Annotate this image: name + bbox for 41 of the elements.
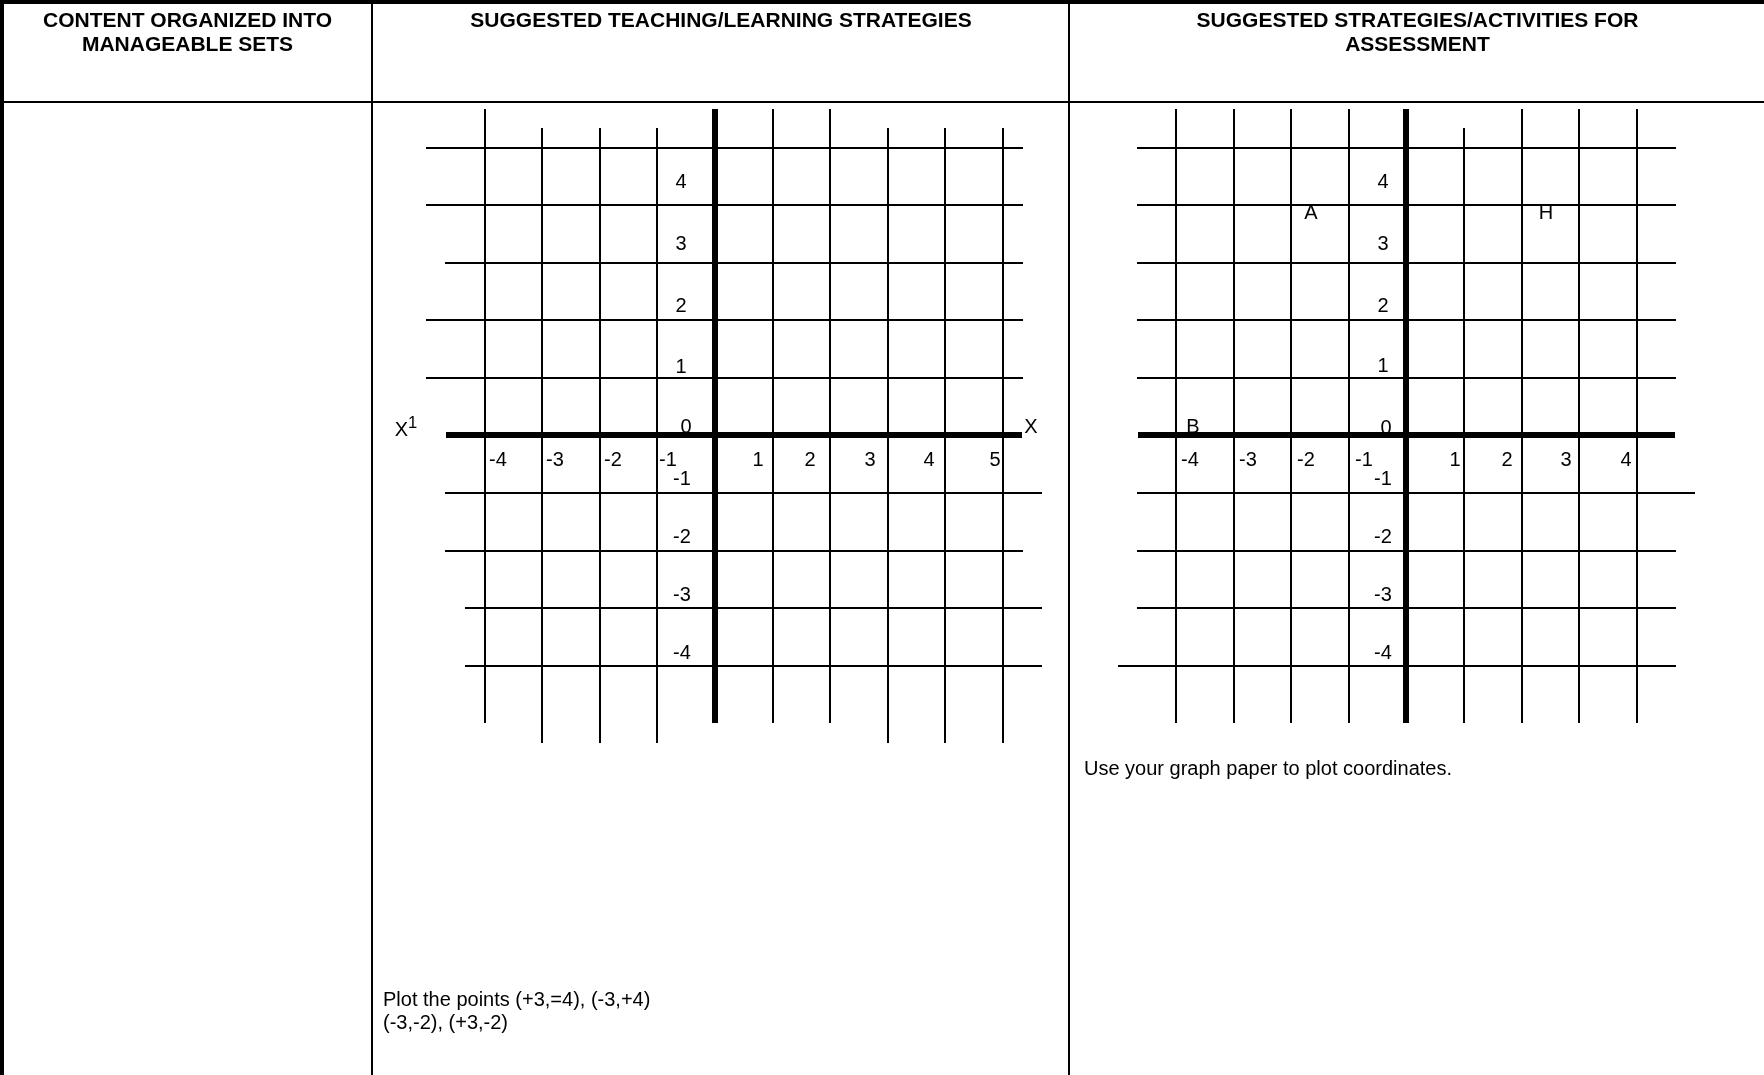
axis-tick-label: -4 <box>1374 641 1392 663</box>
axis-tick-label: 1 <box>1449 448 1461 470</box>
axis-tick-label: 4 <box>675 170 687 192</box>
axis-tick-label: 1 <box>752 448 764 470</box>
axis-tick-label: -1 <box>673 467 691 489</box>
axis-tick-label: 5 <box>989 448 1001 470</box>
instruction-text: Use your graph paper to plot coordinates. <box>1084 757 1453 780</box>
axis-tick-label: -2 <box>1297 448 1315 470</box>
axis-tick-label: -2 <box>604 448 622 470</box>
axis-tick-label: 3 <box>1377 232 1389 254</box>
axis-tick-label: 3 <box>1560 448 1572 470</box>
axis-tick-label: 3 <box>675 232 687 254</box>
column-header: SUGGESTED TEACHING/LEARNING STRATEGIES <box>469 8 973 32</box>
axis-tick-label: 4 <box>1377 170 1389 192</box>
axis-label: X <box>1024 415 1038 437</box>
instruction-text: Plot the points (+3,=4), (-3,+4) (-3,-2), (+3,-2) <box>383 988 652 1034</box>
axis-tick-label: 3 <box>864 448 876 470</box>
column-header: CONTENT ORGANIZED INTO MANAGEABLE SETS <box>42 8 333 56</box>
axis-tick-label: -1 <box>659 448 677 470</box>
axis-tick-label: 4 <box>923 448 935 470</box>
axis-tick-label: -3 <box>546 448 564 470</box>
axis-tick-label: -3 <box>1239 448 1257 470</box>
axis-label: X$^{1}$ <box>394 412 418 440</box>
column-header: SUGGESTED STRATEGIES/ACTIVITIES FOR ASSESSMENT <box>1195 8 1640 56</box>
axis-tick-label: -2 <box>673 525 691 547</box>
axis-tick-label: -4 <box>1181 448 1199 470</box>
axis-tick-label: 2 <box>1377 294 1389 316</box>
axis-tick-label: 1 <box>1377 354 1389 376</box>
point-label: A <box>1304 201 1318 223</box>
axis-tick-label: -4 <box>489 448 507 470</box>
axis-tick-label: -1 <box>1374 467 1392 489</box>
axis-tick-label: 2 <box>675 294 687 316</box>
axis-tick-label: 2 <box>1501 448 1513 470</box>
axis-tick-label: -1 <box>1355 448 1373 470</box>
axis-tick-label: -3 <box>1374 583 1392 605</box>
axis-tick-label: 4 <box>1620 448 1632 470</box>
axis-tick-label: 2 <box>804 448 816 470</box>
axis-tick-label: -2 <box>1374 525 1392 547</box>
axis-tick-label: 1 <box>675 355 687 377</box>
axis-tick-label: -4 <box>673 641 691 663</box>
axis-tick-label: -3 <box>673 583 691 605</box>
